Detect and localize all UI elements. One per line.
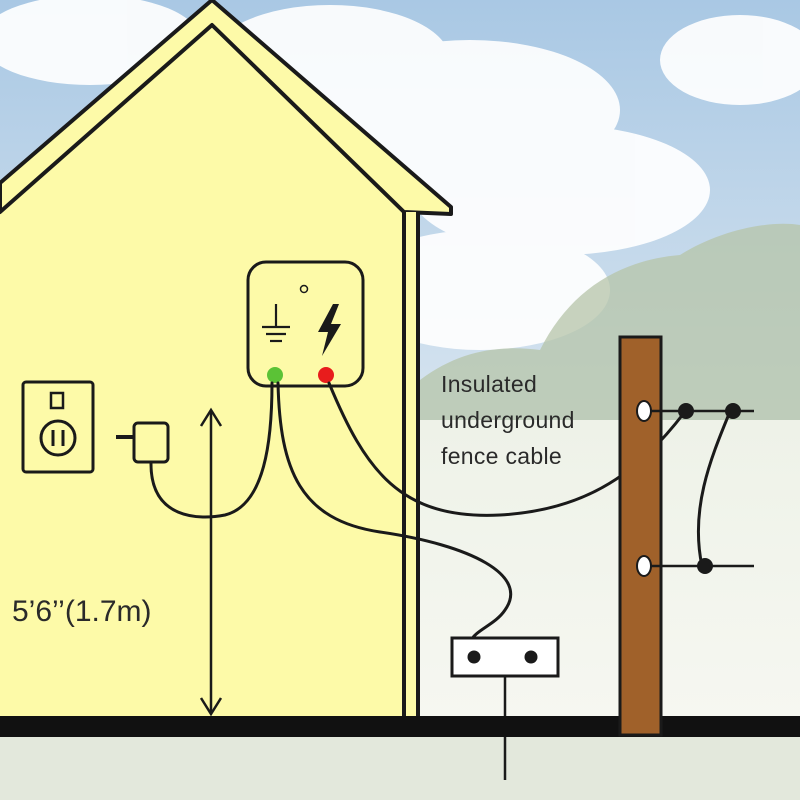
outlet-switch	[49, 391, 65, 410]
insulator-bottom	[636, 555, 652, 577]
wall-outlet	[21, 380, 95, 474]
mount-height-label: 5’6’’(1.7m)	[12, 595, 152, 628]
jumper-connector-top	[725, 403, 741, 419]
house-wall	[0, 0, 404, 717]
outlet-socket	[39, 419, 77, 457]
ground-rod-clamp	[450, 636, 560, 678]
lawn	[0, 736, 800, 800]
height-dimension-arrow	[199, 407, 223, 717]
cable-label-line-2: underground	[441, 407, 575, 433]
tree-line	[420, 223, 800, 430]
jumper-wire	[696, 412, 731, 568]
fence-energizer	[246, 260, 365, 388]
live-terminal	[318, 367, 334, 383]
power-cord	[149, 381, 274, 519]
ground-terminal	[267, 367, 283, 383]
insulator-top	[636, 400, 652, 422]
ground-surface	[0, 716, 800, 737]
status-indicator	[299, 284, 309, 294]
cable-label: Insulated underground fence cable	[441, 366, 575, 474]
downpipe-fill	[406, 212, 416, 717]
cable-label-line-3: fence cable	[441, 443, 562, 469]
cable-label-line-1: Insulated	[441, 371, 538, 397]
jumper-connector-bottom	[697, 558, 713, 574]
ground-wire	[276, 381, 513, 644]
cable-connector	[678, 403, 694, 419]
fence-post	[618, 335, 663, 737]
house-roof-edge	[0, 0, 453, 216]
lightning-bolt-icon	[318, 304, 341, 356]
ground-symbol-icon	[262, 304, 290, 343]
